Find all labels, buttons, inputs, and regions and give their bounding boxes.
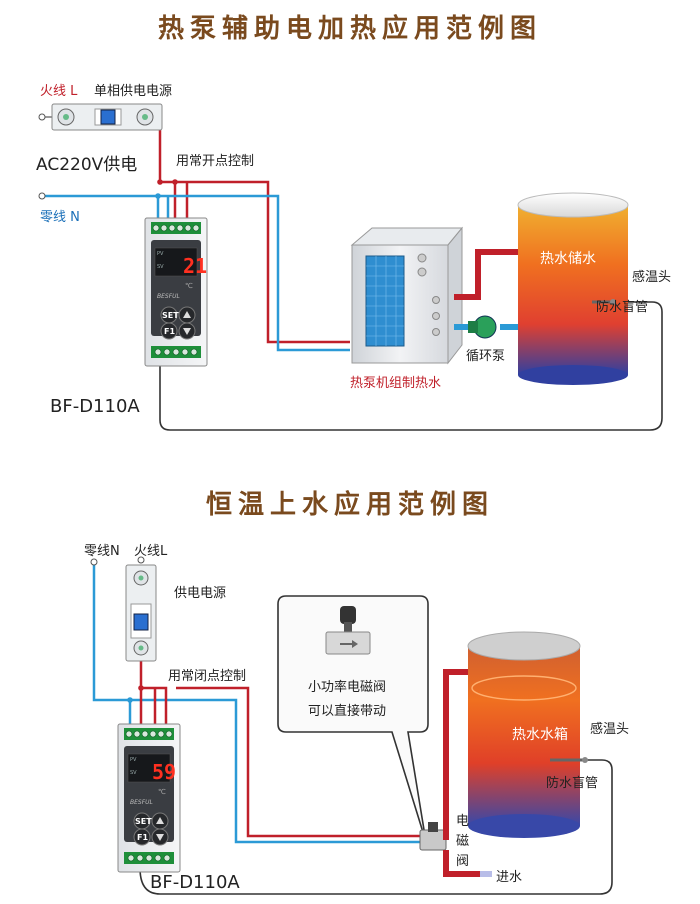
d2-blind-pipe-label: 防水盲管 [546, 776, 599, 791]
d1-control-label: 用常开点控制 [176, 154, 255, 169]
d1-breaker [45, 103, 163, 131]
d2-set-button: SET [135, 817, 152, 826]
d1-ac-label: AC220V供电 [36, 155, 138, 175]
d1-circulation-pump [468, 315, 497, 339]
d2-f1-button-label: F1 [137, 833, 148, 842]
d1-supply-label: 单相供电电源 [94, 84, 173, 99]
d2-callout [277, 595, 429, 843]
d2-model-label: BF-D110A [150, 872, 240, 893]
d2-control-label: 用常闭点控制 [168, 669, 247, 684]
d1-brand: BESFUL [157, 293, 180, 300]
d2-neutral-label: 零线N [84, 544, 120, 559]
d1-controller: 21 ℃ BESFUL SET F1 F1 [144, 217, 208, 367]
d2-live-label: 火线L [134, 544, 168, 559]
d2-solenoid-valve [419, 822, 447, 851]
diagram2-title: 恒温上水应用范例图 [205, 490, 494, 520]
d2-wires [92, 562, 613, 895]
d2-valve-label: 电磁阀 [456, 814, 470, 869]
d2-pipes [443, 669, 492, 877]
d1-model-label: BF-D110A [50, 396, 140, 417]
d1-display-value: 21 [183, 254, 207, 278]
d2-brand: BESFUL [130, 799, 153, 806]
diagram1-title: 热泵辅助电加热应用范例图 [157, 14, 542, 44]
d1-temp-unit: ℃ [185, 282, 193, 290]
d2-callout-line2: 可以直接带动 [308, 704, 387, 719]
d2-inlet-label: 进水 [496, 870, 523, 885]
d1-blind-pipe-label: 防水盲管 [596, 300, 649, 315]
d1-tank-label: 热水储水 [540, 251, 596, 267]
d2-supply-label: 供电电源 [174, 586, 227, 601]
d2-tank [467, 631, 588, 838]
d2-callout-line1: 小功率电磁阀 [308, 680, 387, 695]
d2-sensor-label: 感温头 [590, 722, 630, 737]
d2-breaker [125, 564, 157, 662]
d1-neutral-label: 零线 N [40, 210, 80, 225]
d1-sensor-label: 感温头 [632, 270, 672, 285]
d1-pump-label: 循环泵 [466, 349, 506, 364]
d1-f1-button-label: F1 [164, 327, 175, 336]
d2-controller: 59 ℃ BESFUL SET F1 [117, 723, 181, 873]
d1-live-label: 火线 L [40, 84, 78, 99]
d1-heat-pump [350, 226, 464, 365]
d2-temp-unit: ℃ [158, 788, 166, 796]
d1-tank [517, 192, 629, 385]
d2-tank-label: 热水水箱 [512, 727, 568, 743]
d1-heatpump-label: 热泵机组制热水 [350, 376, 442, 391]
d1-set-button: SET [162, 311, 179, 320]
d1-pipes [454, 249, 522, 330]
d2-display-value: 59 [152, 760, 176, 784]
